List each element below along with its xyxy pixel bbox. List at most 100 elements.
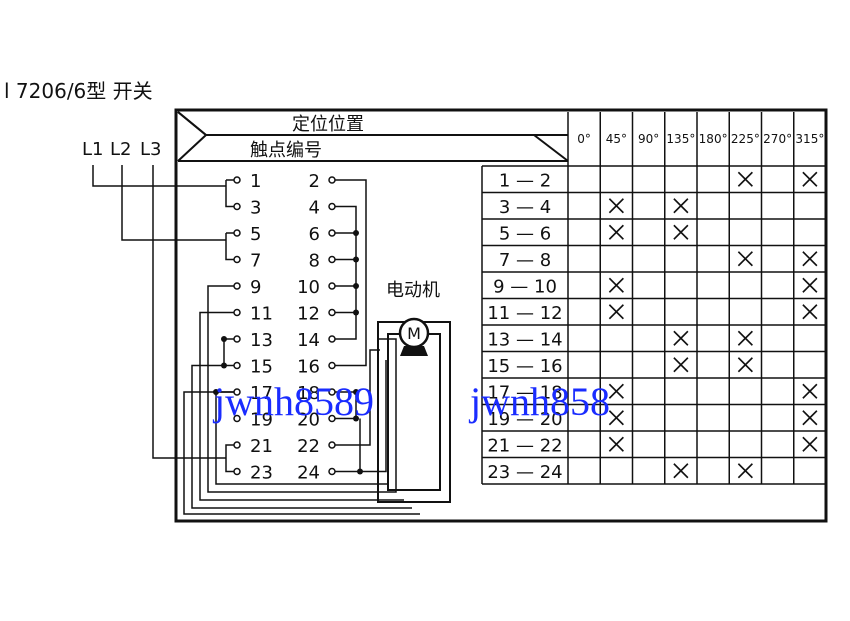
closed-mark bbox=[608, 277, 624, 293]
closed-mark-stroke bbox=[608, 224, 624, 240]
contact-number: 1 bbox=[250, 171, 261, 192]
closed-mark-stroke bbox=[608, 410, 624, 426]
contact-terminal bbox=[328, 202, 336, 211]
contact-number: 18 bbox=[297, 383, 320, 404]
contact-wiring bbox=[183, 179, 420, 515]
wire-l3 bbox=[152, 165, 226, 459]
contact-pair-label: 13 — 14 bbox=[487, 329, 562, 350]
contact-terminal bbox=[233, 176, 241, 184]
contact-number: 10 bbox=[297, 277, 320, 298]
closed-mark-stroke bbox=[802, 383, 818, 399]
angle-header: 90° bbox=[638, 132, 659, 146]
wire-junction bbox=[221, 336, 227, 342]
wire-junction bbox=[357, 468, 363, 475]
closed-mark-stroke bbox=[802, 277, 818, 293]
wire bbox=[360, 360, 387, 473]
contact-terminal bbox=[328, 282, 336, 290]
closed-mark bbox=[673, 357, 689, 373]
diagram-title: l 7206/6型 开关 bbox=[4, 79, 153, 103]
angle-header: 0° bbox=[577, 132, 591, 146]
closed-mark-stroke bbox=[673, 463, 689, 479]
contact-pair-label: 1 — 2 bbox=[499, 170, 551, 191]
closed-mark bbox=[802, 436, 818, 452]
closed-mark-stroke bbox=[802, 436, 818, 452]
header-line-top bbox=[177, 111, 568, 136]
contact-terminal bbox=[233, 229, 241, 237]
closed-mark-stroke bbox=[737, 171, 753, 187]
wire bbox=[225, 180, 234, 208]
wire-l2 bbox=[121, 165, 226, 241]
wire-junction bbox=[353, 309, 359, 316]
contact-number: 15 bbox=[250, 357, 273, 378]
closed-mark bbox=[673, 198, 689, 214]
wire-junction bbox=[213, 389, 219, 395]
contact-terminal bbox=[233, 335, 241, 343]
motor-base bbox=[400, 346, 428, 356]
wire bbox=[191, 364, 412, 509]
motor-label: 电动机 bbox=[386, 280, 440, 301]
closed-mark-stroke bbox=[737, 330, 753, 346]
contact-number: 16 bbox=[297, 357, 320, 378]
contact-terminal bbox=[233, 202, 241, 211]
contact-number: 6 bbox=[309, 224, 320, 245]
contact-pair-label: 21 — 22 bbox=[487, 435, 562, 456]
contact-terminal bbox=[233, 282, 241, 290]
wire-l1 bbox=[92, 165, 226, 187]
closed-mark bbox=[802, 251, 818, 267]
phase-label-l2: L2 bbox=[110, 139, 131, 160]
closed-mark-stroke bbox=[737, 251, 753, 267]
contact-number: 11 bbox=[250, 304, 273, 325]
wire bbox=[223, 338, 234, 367]
closed-mark bbox=[608, 436, 624, 452]
wire-junction bbox=[353, 283, 359, 289]
closed-mark-stroke bbox=[802, 251, 818, 267]
contact-pair-label: 5 — 6 bbox=[499, 223, 551, 244]
contact-number: 2 bbox=[309, 171, 320, 192]
closed-mark bbox=[608, 383, 624, 399]
wire-junction bbox=[353, 230, 359, 236]
contact-number: 5 bbox=[250, 224, 261, 245]
wire-junction bbox=[353, 389, 359, 395]
closed-mark bbox=[737, 357, 753, 373]
angle-header: 180° bbox=[699, 132, 728, 146]
contact-terminal bbox=[328, 441, 336, 449]
wire bbox=[335, 205, 357, 340]
angle-header: 135° bbox=[666, 132, 695, 146]
contact-label: 触点编号 bbox=[250, 140, 322, 161]
closed-mark-stroke bbox=[737, 357, 753, 373]
closed-mark bbox=[608, 198, 624, 214]
wire bbox=[335, 391, 357, 420]
closed-mark bbox=[608, 304, 624, 320]
contact-number: 3 bbox=[250, 198, 261, 219]
contact-terminal bbox=[328, 467, 336, 476]
contact-pair-label: 9 — 10 bbox=[493, 276, 557, 297]
wire bbox=[335, 179, 367, 367]
angle-header: 270° bbox=[763, 132, 792, 146]
closed-mark-stroke bbox=[673, 330, 689, 346]
watermark-1: jwnh8589 bbox=[212, 379, 374, 424]
angle-header: 225° bbox=[731, 132, 760, 146]
closed-mark bbox=[673, 224, 689, 240]
closed-mark bbox=[802, 171, 818, 187]
closed-mark bbox=[608, 410, 624, 426]
wire bbox=[225, 444, 234, 473]
wire bbox=[335, 349, 380, 446]
contact-pair-label: 7 — 8 bbox=[499, 250, 551, 271]
closed-mark-stroke bbox=[802, 410, 818, 426]
angle-header: 315° bbox=[795, 132, 824, 146]
wire bbox=[183, 391, 420, 515]
contact-number: 8 bbox=[309, 251, 320, 272]
watermark-2: jwnh858 bbox=[468, 379, 610, 424]
motor-symbol: M bbox=[407, 324, 421, 343]
closed-mark-stroke bbox=[608, 436, 624, 452]
closed-mark bbox=[673, 330, 689, 346]
phase-label-l3: L3 bbox=[140, 139, 161, 160]
phase-label-l1: L1 bbox=[82, 139, 103, 160]
contact-pair-label: 17 — 18 bbox=[487, 382, 562, 403]
closed-mark-stroke bbox=[737, 463, 753, 479]
closed-mark bbox=[737, 330, 753, 346]
contact-pair-label: 3 — 4 bbox=[499, 197, 551, 218]
